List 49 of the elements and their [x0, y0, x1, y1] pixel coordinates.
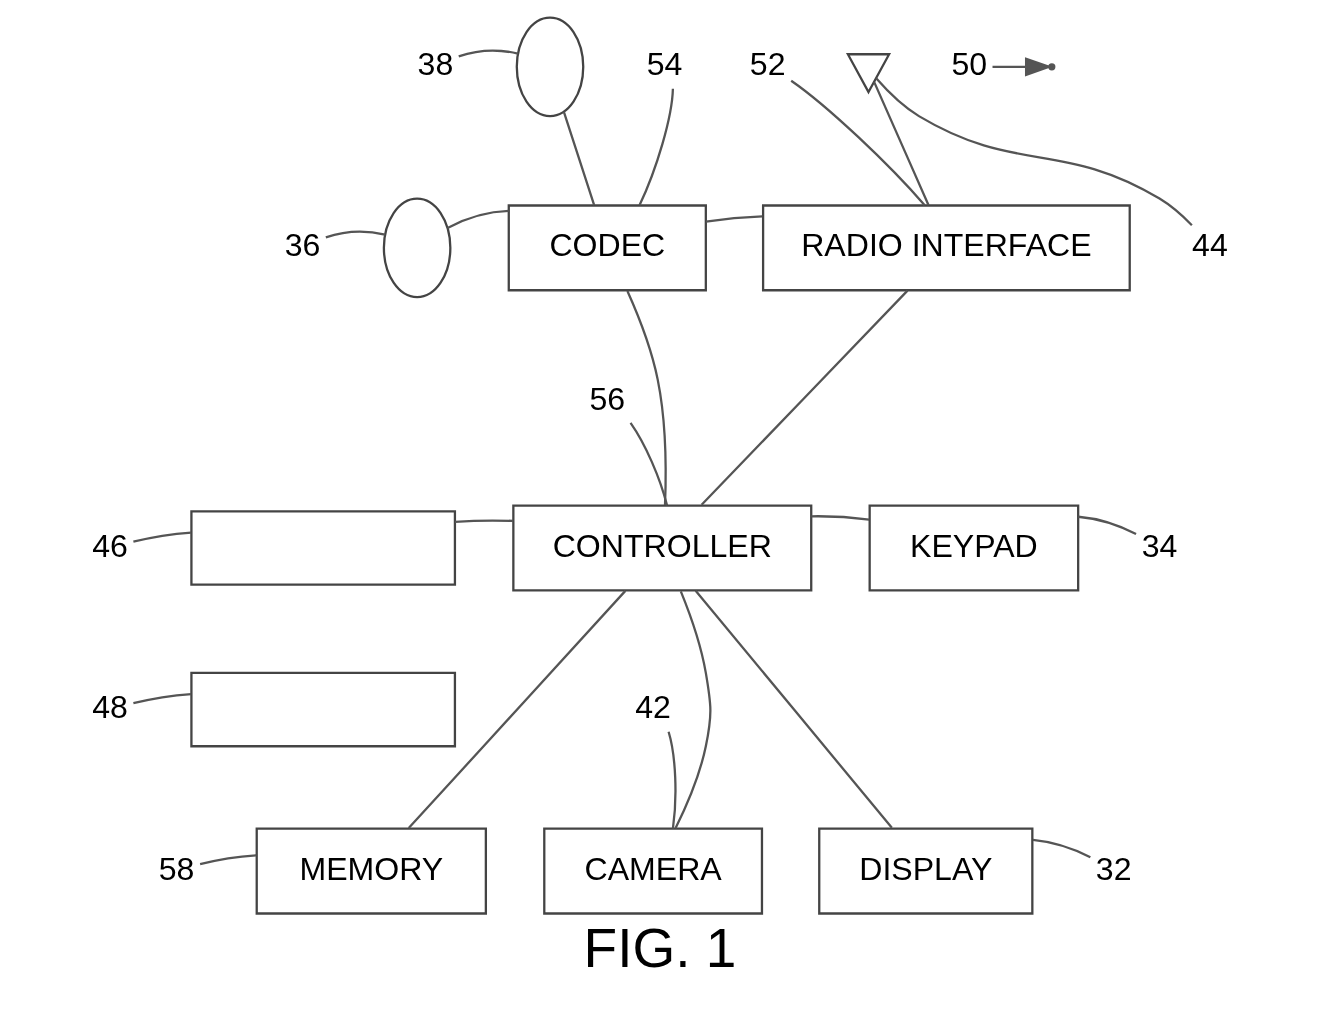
node-text: 38	[417, 46, 454, 83]
node-text: 34	[1141, 527, 1178, 564]
node-box: CONTROLLER	[512, 504, 813, 592]
connector	[694, 589, 893, 829]
connector	[873, 81, 930, 206]
node-box: CODEC	[507, 204, 707, 292]
connector	[454, 519, 514, 524]
node-text: 54	[646, 46, 683, 83]
node-text: 46	[92, 527, 128, 564]
node-box	[190, 510, 457, 586]
connector	[626, 290, 667, 506]
connector	[667, 731, 677, 829]
node-text: 56	[589, 380, 626, 417]
node-text: 44	[1192, 227, 1228, 264]
connector	[811, 515, 870, 521]
connector	[325, 230, 386, 239]
node-text: 32	[1095, 850, 1132, 887]
connector	[638, 88, 675, 206]
connector	[674, 590, 712, 829]
node-box: DISPLAY	[818, 827, 1034, 915]
node-text: 48	[92, 689, 128, 726]
node-box: CAMERA	[543, 827, 764, 915]
connector	[133, 693, 192, 705]
node-ellipse	[515, 16, 585, 118]
connector	[1078, 515, 1137, 535]
node-text: 58	[158, 850, 195, 887]
node-text: 36	[284, 227, 321, 264]
node-box: KEYPAD	[868, 504, 1080, 592]
connector	[458, 49, 519, 58]
connector	[875, 77, 1193, 226]
connector	[705, 215, 763, 223]
node-text: 50	[951, 46, 988, 83]
node-box	[190, 671, 457, 748]
connector	[447, 209, 509, 229]
node-antenna	[845, 53, 892, 95]
connector	[1032, 838, 1091, 859]
connector	[700, 289, 909, 506]
node-text: 52	[749, 46, 786, 83]
caption: FIG. 1	[583, 916, 737, 979]
node-box: MEMORY	[255, 827, 487, 915]
connector	[562, 111, 596, 206]
node-text: 42	[635, 689, 671, 726]
connector	[199, 854, 257, 866]
node-ellipse	[382, 197, 452, 299]
connector	[790, 79, 926, 207]
connector	[133, 531, 192, 543]
node-box: RADIO INTERFACE	[761, 204, 1131, 292]
connector	[407, 590, 627, 829]
connector	[629, 422, 669, 506]
